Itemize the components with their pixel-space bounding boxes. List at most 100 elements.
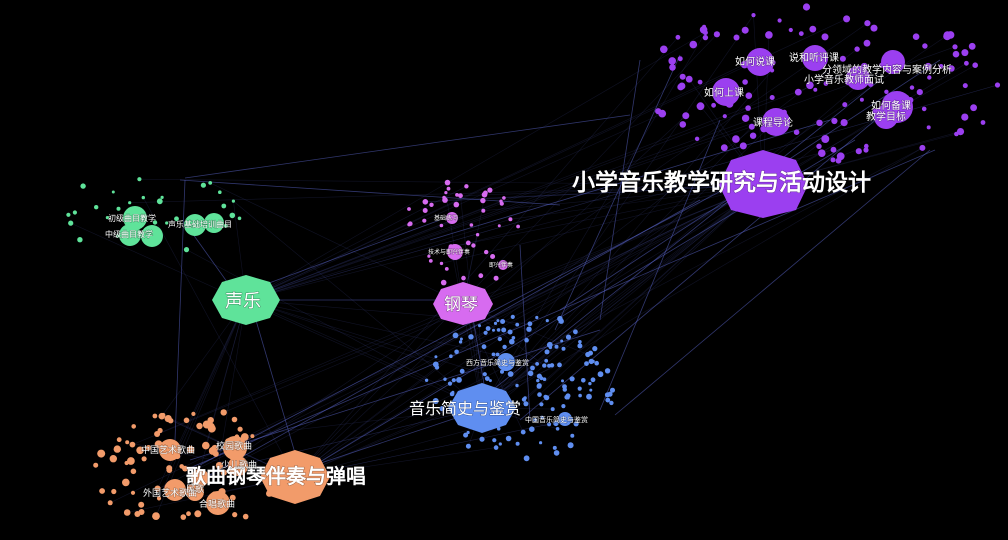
leaf-node[interactable] [552, 445, 557, 450]
leaf-node[interactable] [152, 413, 158, 419]
leaf-node[interactable] [123, 509, 131, 516]
leaf-node[interactable] [526, 326, 532, 332]
leaf-node[interactable] [994, 82, 1001, 88]
subtopic-label[interactable]: 小学音乐教师面试 [804, 73, 885, 87]
leaf-node[interactable] [66, 212, 71, 217]
leaf-node[interactable] [94, 205, 99, 210]
leaf-node[interactable] [131, 424, 136, 429]
leaf-node[interactable] [166, 467, 173, 473]
leaf-node[interactable] [540, 415, 544, 419]
subtopic-label[interactable]: 外国艺术歌曲 [143, 487, 198, 500]
leaf-node[interactable] [544, 358, 549, 363]
leaf-node[interactable] [867, 81, 874, 87]
leaf-node[interactable] [536, 378, 540, 383]
leaf-node[interactable] [458, 340, 463, 344]
leaf-node[interactable] [492, 328, 495, 332]
leaf-node[interactable] [447, 381, 453, 386]
leaf-node[interactable] [964, 60, 969, 66]
leaf-node[interactable] [523, 401, 529, 407]
leaf-node[interactable] [547, 422, 552, 427]
subtopic-label[interactable]: 初级曲目教学 [108, 213, 157, 224]
leaf-node[interactable] [694, 136, 700, 141]
subtopic-node[interactable] [123, 206, 147, 230]
leaf-node[interactable] [741, 26, 749, 34]
leaf-node[interactable] [765, 31, 773, 39]
leaf-node[interactable] [560, 339, 564, 343]
leaf-node[interactable] [488, 379, 492, 383]
leaf-node[interactable] [465, 443, 471, 449]
leaf-node[interactable] [972, 62, 978, 68]
leaf-node[interactable] [597, 371, 604, 378]
leaf-node[interactable] [229, 212, 236, 219]
leaf-node[interactable] [521, 397, 527, 402]
leaf-node[interactable] [422, 218, 427, 223]
subtopic-label[interactable]: 如何备课 [871, 99, 912, 113]
leaf-node[interactable] [813, 87, 818, 92]
leaf-node[interactable] [722, 114, 727, 119]
leaf-node[interactable] [186, 511, 191, 517]
subtopic-node[interactable] [141, 225, 163, 247]
leaf-node[interactable] [870, 24, 878, 32]
subtopic-label[interactable]: 中国艺术歌曲 [141, 444, 196, 457]
leaf-node[interactable] [124, 460, 129, 466]
leaf-node[interactable] [655, 108, 662, 115]
leaf-node[interactable] [677, 83, 685, 91]
leaf-node[interactable] [711, 102, 716, 108]
leaf-node[interactable] [156, 496, 162, 501]
leaf-node[interactable] [515, 441, 520, 446]
leaf-node[interactable] [468, 334, 474, 340]
leaf-node[interactable] [491, 352, 496, 357]
leaf-node[interactable] [589, 388, 593, 392]
leaf-node[interactable] [138, 501, 145, 508]
leaf-node[interactable] [669, 64, 676, 71]
leaf-node[interactable] [961, 113, 969, 121]
subtopic-node[interactable] [746, 48, 774, 76]
leaf-node[interactable] [180, 514, 187, 520]
subtopic-label[interactable]: 如何说课 [735, 55, 776, 69]
leaf-node[interactable] [816, 119, 823, 127]
leaf-node[interactable] [570, 433, 575, 438]
leaf-node[interactable] [968, 42, 976, 50]
leaf-node[interactable] [116, 234, 120, 238]
leaf-node[interactable] [543, 394, 548, 399]
leaf-node[interactable] [884, 89, 889, 95]
leaf-node[interactable] [478, 273, 484, 279]
leaf-node[interactable] [130, 490, 136, 495]
subtopic-node[interactable] [712, 78, 740, 106]
leaf-node[interactable] [554, 344, 559, 349]
leaf-node[interactable] [483, 330, 488, 335]
main-label-music-teaching[interactable]: 小学音乐教学研究与活动设计 [572, 169, 872, 197]
leaf-node[interactable] [553, 450, 560, 456]
leaf-node[interactable] [72, 210, 77, 215]
leaf-node[interactable] [830, 146, 837, 153]
leaf-node[interactable] [922, 43, 928, 49]
leaf-node[interactable] [455, 193, 459, 197]
leaf-node[interactable] [592, 346, 598, 352]
leaf-node[interactable] [821, 33, 829, 41]
leaf-node[interactable] [809, 25, 817, 33]
leaf-node[interactable] [496, 319, 500, 323]
leaf-node[interactable] [529, 426, 535, 433]
leaf-node[interactable] [702, 34, 709, 41]
leaf-node[interactable] [864, 20, 871, 27]
leaf-node[interactable] [141, 456, 147, 462]
leaf-node[interactable] [527, 370, 534, 377]
leaf-node[interactable] [444, 179, 451, 186]
leaf-node[interactable] [745, 105, 751, 111]
leaf-node[interactable] [831, 117, 838, 125]
leaf-node[interactable] [191, 411, 196, 416]
leaf-node[interactable] [508, 217, 513, 222]
leaf-node[interactable] [794, 88, 802, 96]
leaf-node[interactable] [586, 393, 592, 400]
leaf-node[interactable] [501, 327, 507, 333]
leaf-node[interactable] [232, 511, 238, 518]
leaf-node[interactable] [816, 143, 822, 149]
leaf-node[interactable] [588, 350, 593, 356]
leaf-node[interactable] [859, 97, 864, 102]
subtopic-node[interactable] [874, 105, 898, 129]
leaf-node[interactable] [577, 343, 583, 349]
leaf-node[interactable] [590, 377, 596, 383]
leaf-node[interactable] [449, 354, 453, 359]
leaf-node[interactable] [221, 203, 227, 209]
leaf-node[interactable] [484, 249, 489, 255]
